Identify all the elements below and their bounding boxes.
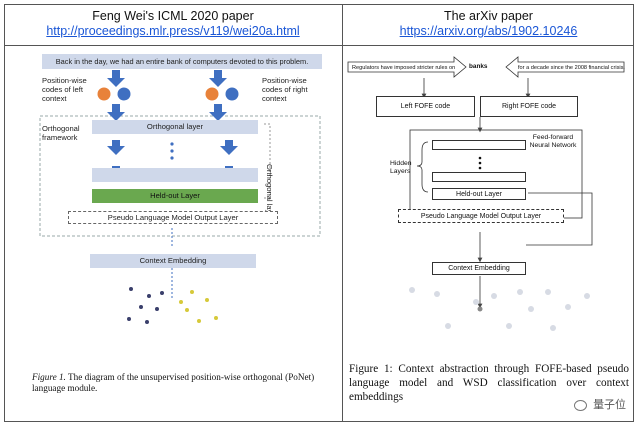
left-paper-link[interactable]: http://proceedings.mlr.press/v119/wei20a… — [46, 24, 300, 38]
right-title: The arXiv paper — [444, 9, 533, 23]
right-fofe-code-box: Right FOFE code — [480, 96, 578, 117]
hidden-layers-label: Hidden Layers — [390, 160, 412, 175]
pseudo-lm-output-layer: Pseudo Language Model Output Layer — [68, 211, 278, 224]
left-codes-arrow — [107, 104, 125, 121]
right-context-embedding-box: Context Embedding — [432, 262, 526, 275]
left-scatter-yellow — [179, 290, 218, 323]
right-codes-label: Position-wise codes of right context — [262, 76, 308, 103]
left-sentence-arrow-box — [347, 56, 467, 78]
column-divider — [342, 4, 343, 422]
right-sentence-word: banks — [469, 63, 488, 70]
right-caption: Figure 1: Context abstraction through FO… — [349, 363, 629, 403]
watermark-text: 量子位 — [593, 399, 627, 411]
right-stack-arrow-1 — [220, 140, 238, 155]
wechat-icon — [574, 399, 587, 411]
left-code-dot-blue — [117, 87, 131, 101]
right-sentence-arrow-box — [505, 56, 625, 78]
left-scatter-dark — [127, 287, 164, 324]
right-sentence-right: for a decade since the 2008 financial cr… — [518, 65, 625, 71]
left-title: Feng Wei's ICML 2020 paper — [92, 9, 254, 23]
right-held-out-layer: Held-out Layer — [432, 188, 526, 200]
left-caption-label: Figure 1. — [32, 372, 66, 382]
left-codes-label: Position-wise codes of left context — [42, 76, 87, 103]
hidden-layer-2 — [432, 172, 526, 182]
right-scatter-target — [477, 306, 483, 312]
framework-outline — [39, 115, 321, 237]
right-sentence-left: Regulators have imposed stricter rules o… — [352, 65, 456, 71]
header-divider — [4, 45, 634, 46]
orthogonal-framework-label: Orthogonal framework — [42, 124, 80, 142]
right-code-dot-orange — [205, 87, 219, 101]
right-codes-arrow — [209, 104, 227, 121]
right-code-dot-blue — [225, 87, 239, 101]
right-pseudo-lm-output-layer: Pseudo Language Model Output Layer — [398, 209, 564, 223]
left-header: Feng Wei's ICML 2020 paper http://procee… — [4, 9, 342, 38]
hidden-layer-1 — [432, 140, 526, 150]
orthogonal-layer: Orthogonal layer — [92, 120, 258, 134]
left-input-sentence: Back in the day, we had an entire bank o… — [42, 54, 322, 69]
left-fofe-code-box: Left FOFE code — [376, 96, 475, 117]
right-header: The arXiv paper https://arxiv.org/abs/19… — [343, 9, 634, 38]
right-scatter — [409, 287, 590, 331]
left-code-dot-orange — [97, 87, 111, 101]
left-caption: Figure 1. The diagram of the unsupervise… — [32, 372, 332, 394]
left-caption-text: The diagram of the unsupervised position… — [32, 372, 315, 393]
held-out-layer: Held-out Layer — [92, 189, 258, 203]
ffnn-label: Feed-forward Neural Network — [529, 134, 577, 149]
left-sentence-arrow — [107, 70, 125, 87]
left-stack-arrow-1 — [107, 140, 125, 155]
intermediate-layer — [92, 168, 258, 182]
context-embedding-box: Context Embedding — [90, 254, 256, 268]
watermark: 量子位 — [574, 396, 626, 412]
right-paper-link[interactable]: https://arxiv.org/abs/1902.10246 — [399, 24, 578, 38]
comparison-frame — [4, 4, 634, 422]
right-sentence-arrow — [209, 70, 227, 87]
